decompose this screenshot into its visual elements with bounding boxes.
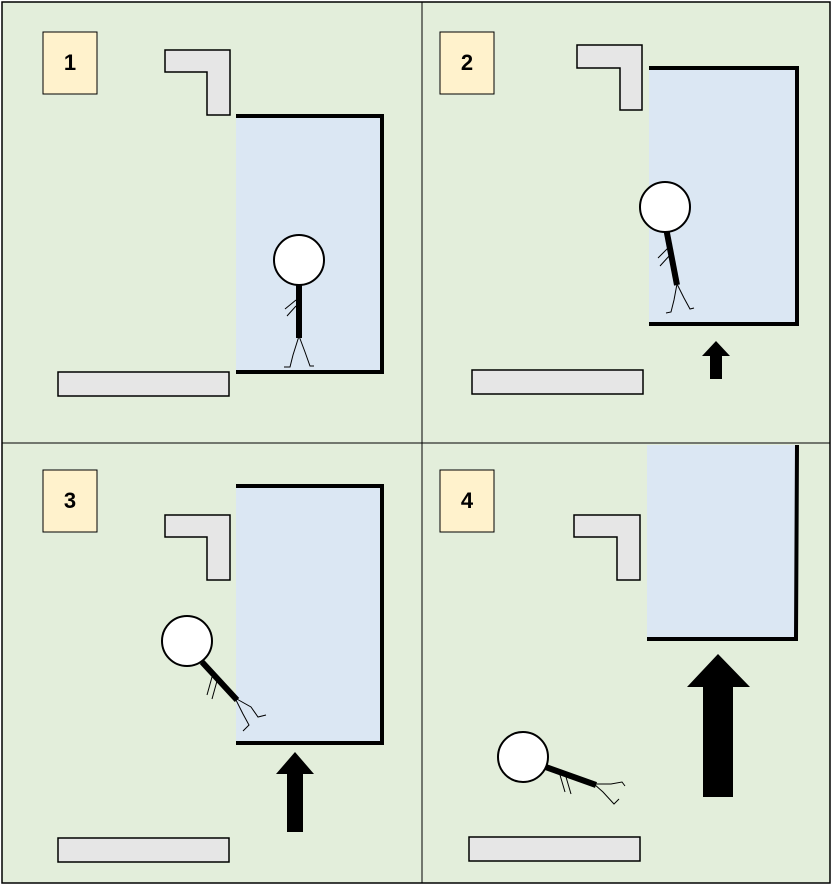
panel-4-floor-slab <box>469 837 640 861</box>
panel-3-label: 3 <box>64 488 76 513</box>
panel-3-elevator <box>236 486 382 743</box>
panel-4-elevator <box>647 445 796 639</box>
panel-2-floor-slab <box>472 370 643 394</box>
panel-4-label: 4 <box>461 488 474 513</box>
panel-1-floor-slab <box>58 372 229 396</box>
panel-1-label: 1 <box>64 50 76 75</box>
panel-2-label: 2 <box>461 50 473 75</box>
panel-3-floor-slab <box>58 838 229 862</box>
